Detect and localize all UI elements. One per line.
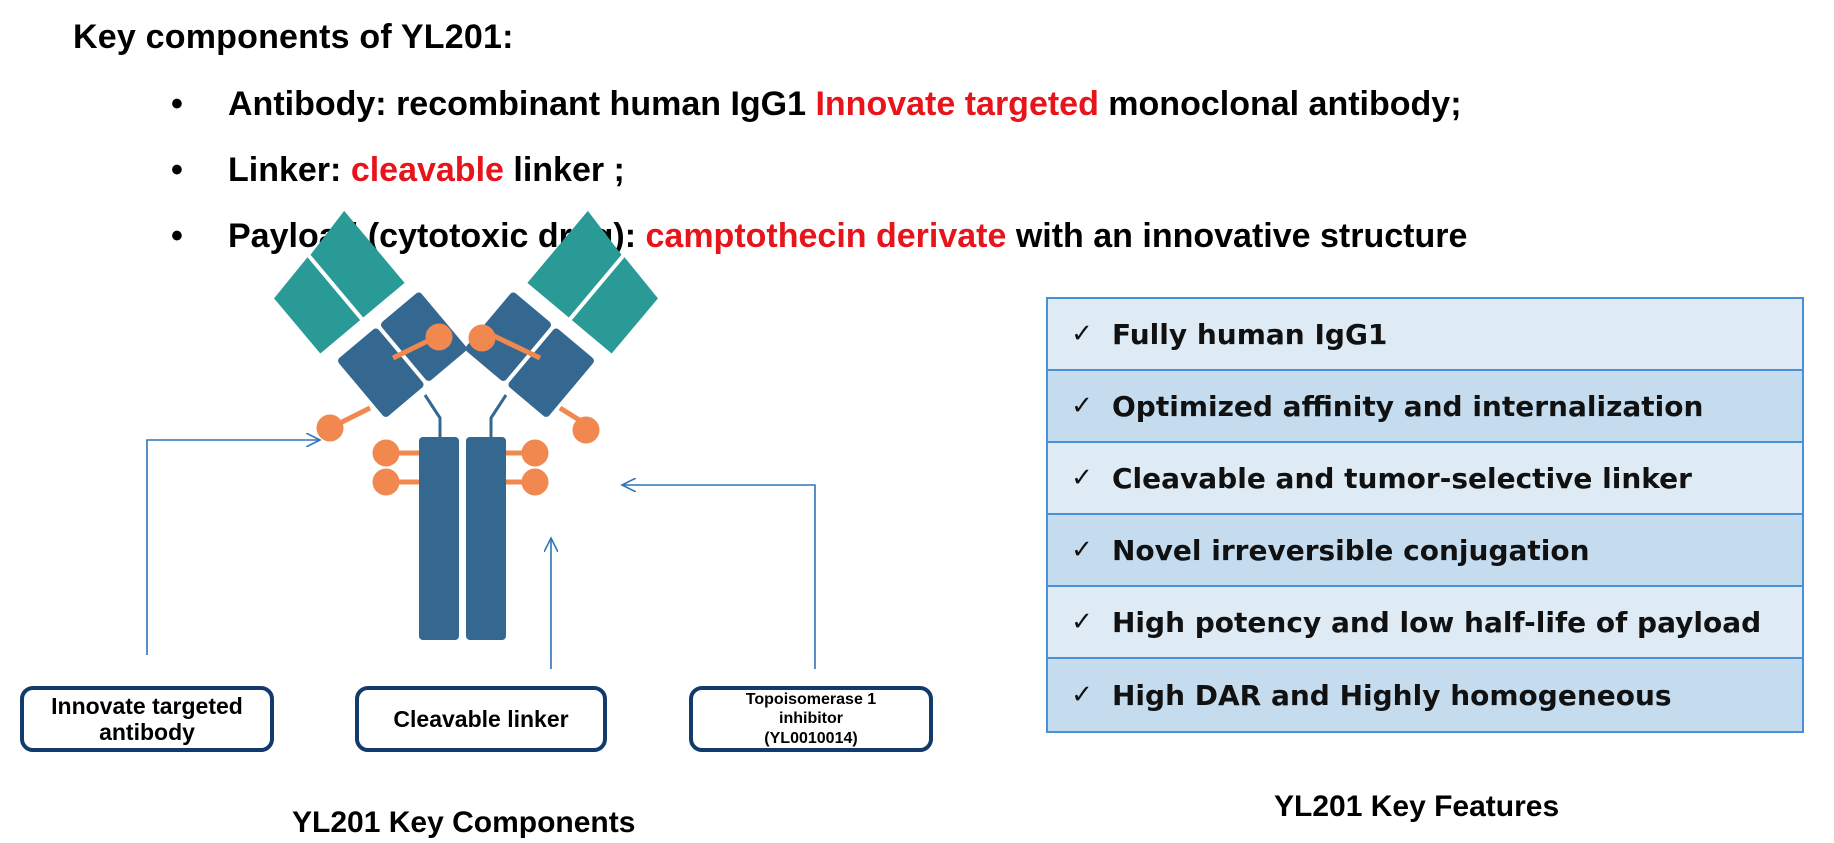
left-light-chain-domain [380, 292, 467, 381]
bullet-text: monoclonal antibody; [1098, 85, 1462, 123]
fc-stem-left [419, 437, 459, 640]
component-box-antibody: Innovate targeted antibody [20, 686, 274, 752]
bullet-text: Linker: [228, 151, 351, 189]
component-box-payload: Topoisomerase 1 inhibitor (YL0010014) [689, 686, 933, 752]
bullet-highlight: cleavable [350, 151, 504, 189]
component-label: Cleavable linker [393, 705, 569, 732]
right-light-chain-domain [465, 292, 552, 381]
component-label: Innovate targeted [51, 692, 243, 719]
feature-row: ✓ Optimized affinity and internalization [1048, 371, 1802, 443]
fc-stem-right [466, 437, 506, 640]
payload-dot [372, 468, 400, 496]
component-label: (YL0010014) [764, 729, 858, 747]
left-variable-domain-1 [274, 257, 361, 354]
component-box-linker: Cleavable linker [355, 686, 607, 752]
bullet-dot: • [171, 217, 183, 255]
check-icon: ✓ [1071, 535, 1093, 565]
feature-text: High potency and low half-life of payloa… [1112, 605, 1762, 639]
feature-row: ✓ Fully human IgG1 [1048, 299, 1802, 371]
bullet-dot: • [171, 151, 183, 189]
component-label: inhibitor [779, 710, 843, 728]
feature-text: High DAR and Highly homogeneous [1112, 678, 1672, 712]
left-variable-domain-2 [310, 210, 405, 318]
bullet-highlight: camptothecin derivate [645, 217, 1007, 255]
payload-dot [521, 468, 549, 496]
features-caption: YL201 Key Features [1274, 790, 1560, 823]
payload-dot [468, 324, 496, 352]
feature-text: Novel irreversible conjugation [1112, 533, 1590, 567]
right-variable-domain-1 [571, 257, 658, 354]
feature-row: ✓ High potency and low half-life of payl… [1048, 587, 1802, 659]
payload-dot [521, 439, 549, 467]
check-icon: ✓ [1071, 391, 1093, 421]
feature-row: ✓ Novel irreversible conjugation [1048, 515, 1802, 587]
features-table: ✓ Fully human IgG1 ✓ Optimized affinity … [1046, 297, 1804, 733]
bullet-text: with an innovative structure [1006, 217, 1468, 255]
components-caption: YL201 Key Components [292, 806, 636, 839]
feature-row: ✓ High DAR and Highly homogeneous [1048, 659, 1802, 731]
feature-text: Fully human IgG1 [1112, 317, 1388, 351]
bullet-antibody: • Antibody: recombinant human IgG1 Innova… [171, 85, 1462, 124]
right-variable-domain-2 [527, 210, 622, 318]
payload-dot [316, 414, 344, 442]
feature-row: ✓ Cleavable and tumor-selective linker [1048, 443, 1802, 515]
arrow-antibody [146, 440, 320, 655]
payload-dot [572, 416, 600, 444]
payload-dot [372, 439, 400, 467]
bullet-dot: • [171, 85, 183, 123]
payload-conjugates [316, 323, 600, 496]
bullet-text: Antibody: recombinant human IgG1 [228, 85, 816, 123]
right-heavy-chain-domain [508, 328, 594, 417]
component-label: antibody [99, 719, 195, 745]
slide-title: Key components of YL201: [73, 18, 514, 56]
bullet-highlight: Innovate targeted [815, 85, 1099, 123]
check-icon: ✓ [1071, 680, 1093, 710]
payload-dot [425, 323, 453, 351]
check-icon: ✓ [1071, 319, 1093, 349]
check-icon: ✓ [1071, 463, 1093, 493]
component-label: Topoisomerase 1 [745, 691, 877, 709]
bullet-text: linker ; [503, 151, 625, 189]
left-heavy-chain-domain [338, 328, 424, 417]
check-icon: ✓ [1071, 607, 1093, 637]
arrow-payload [622, 485, 816, 669]
feature-text: Optimized affinity and internalization [1112, 389, 1704, 423]
feature-text: Cleavable and tumor-selective linker [1112, 461, 1692, 495]
right-fab-arm [465, 210, 658, 442]
left-fab-arm [274, 210, 467, 442]
bullet-linker: • Linker: cleavable linker ; [171, 151, 625, 190]
